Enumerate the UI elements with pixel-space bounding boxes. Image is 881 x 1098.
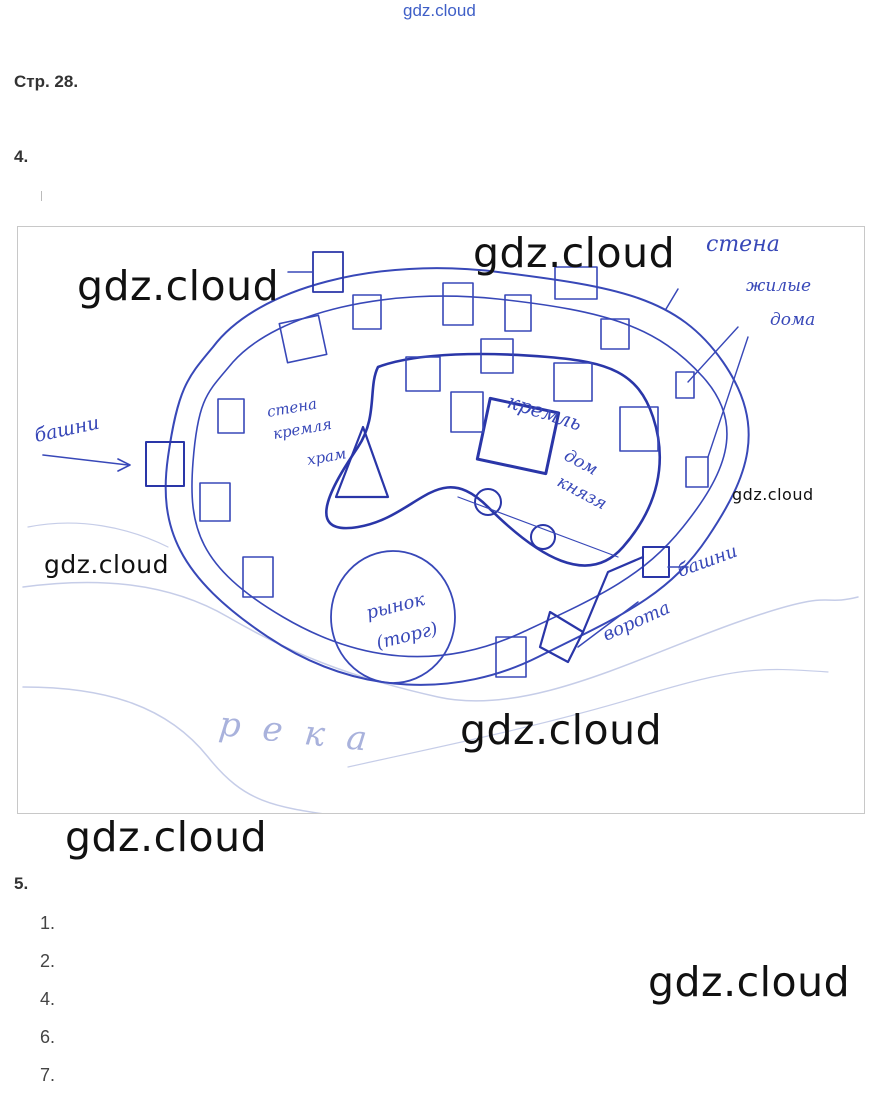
- label-kremlin-wall-line2: кремля: [272, 415, 334, 443]
- answer-item: 1.: [40, 908, 55, 946]
- label-houses-line1: жилые: [746, 276, 811, 296]
- task-number-5: 5.: [14, 874, 28, 894]
- watermark: gdz.cloud: [44, 550, 169, 579]
- answer-item: 2.: [40, 946, 55, 984]
- label-market-line1: рынок: [364, 589, 427, 624]
- site-logo[interactable]: gdz.cloud: [403, 1, 476, 21]
- sketch-drawing: стена жилые дома башни стена кремля храм…: [18, 227, 864, 813]
- answer-list: 1. 2. 4. 6. 7.: [40, 908, 55, 1098]
- label-towers-left: башни: [32, 412, 101, 447]
- task-number-4: 4.: [14, 147, 28, 167]
- answer-item: 6.: [40, 1022, 55, 1060]
- watermark: gdz.cloud: [648, 958, 850, 1006]
- label-market-line2: (торг): [374, 618, 440, 654]
- watermark: gdz.cloud: [473, 229, 675, 277]
- divider-tick: [41, 191, 42, 201]
- label-towers-right: башни: [675, 541, 741, 582]
- hand-drawn-kremlin-map: стена жилые дома башни стена кремля храм…: [17, 226, 865, 814]
- watermark: gdz.cloud: [460, 706, 662, 754]
- answer-item: 4.: [40, 984, 55, 1022]
- label-river: река: [217, 704, 391, 762]
- watermark: gdz.cloud: [65, 813, 267, 861]
- page-reference: Стр. 28.: [14, 72, 78, 92]
- label-kremlin: кремль: [504, 389, 584, 436]
- label-prince-house-line2: князя: [554, 472, 610, 515]
- watermark: gdz.cloud: [77, 262, 279, 310]
- watermark: gdz.cloud: [732, 485, 814, 504]
- label-kremlin-wall-line1: стена: [266, 394, 319, 420]
- label-houses-line2: дома: [770, 310, 815, 330]
- label-wall: стена: [706, 232, 780, 257]
- label-kremlin-wall-line3: храм: [306, 444, 348, 469]
- answer-item: 7.: [40, 1060, 55, 1098]
